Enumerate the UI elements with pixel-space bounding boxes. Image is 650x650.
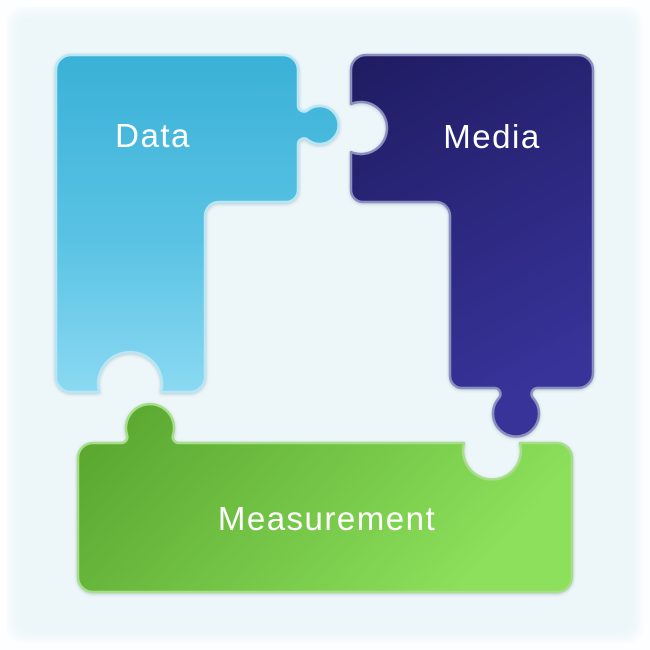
media-label: Media bbox=[443, 118, 540, 155]
media-puzzle-piece bbox=[349, 53, 595, 438]
measurement-label: Measurement bbox=[218, 500, 436, 537]
data-puzzle-piece bbox=[54, 53, 340, 394]
measurement-puzzle-piece bbox=[76, 402, 574, 594]
data-label: Data bbox=[115, 117, 191, 154]
